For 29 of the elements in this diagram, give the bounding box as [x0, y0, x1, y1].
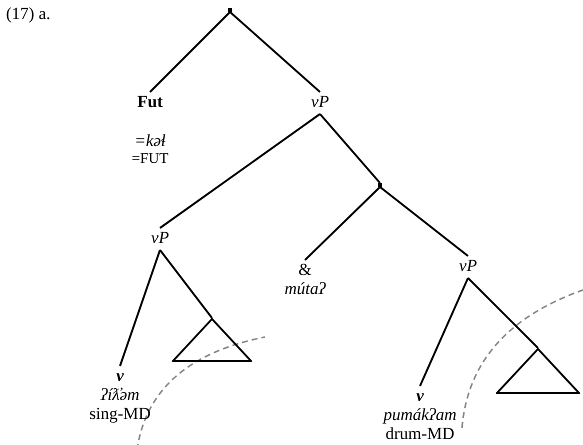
example-number: (17) a.: [6, 4, 50, 24]
tree-branch: [119, 250, 161, 366]
node-label: v: [416, 386, 424, 405]
word-form: ʔíƛ̓əm: [100, 385, 140, 404]
tree-branch: [229, 11, 321, 93]
node-label: v: [116, 366, 124, 385]
tree-branch: [304, 186, 381, 261]
tree-branch: [159, 249, 213, 319]
tree-branch: [159, 113, 321, 229]
triangle-symbol: [496, 348, 580, 394]
branch-point: [378, 183, 382, 187]
tree-branch: [467, 277, 539, 349]
word-form: mútaʔ: [284, 279, 326, 298]
gloss: drum-MD: [386, 424, 454, 443]
node-label: vP: [459, 256, 477, 275]
word-form: =kəɬ: [134, 131, 166, 150]
tree-branch: [319, 113, 381, 184]
word-form: pumákʔam: [383, 405, 457, 424]
branch-point: [228, 8, 232, 12]
node-label: vP: [151, 228, 169, 247]
gloss: sing-MD: [89, 404, 151, 423]
gloss: =FUT: [132, 150, 168, 169]
node-label: vP: [311, 92, 329, 111]
triangle-symbol: [172, 318, 252, 362]
tree-branch: [149, 11, 231, 93]
tree-branch: [379, 186, 469, 257]
tree-branch: [419, 278, 469, 386]
node-label: &: [298, 260, 312, 279]
node-label: Fut: [137, 92, 163, 111]
